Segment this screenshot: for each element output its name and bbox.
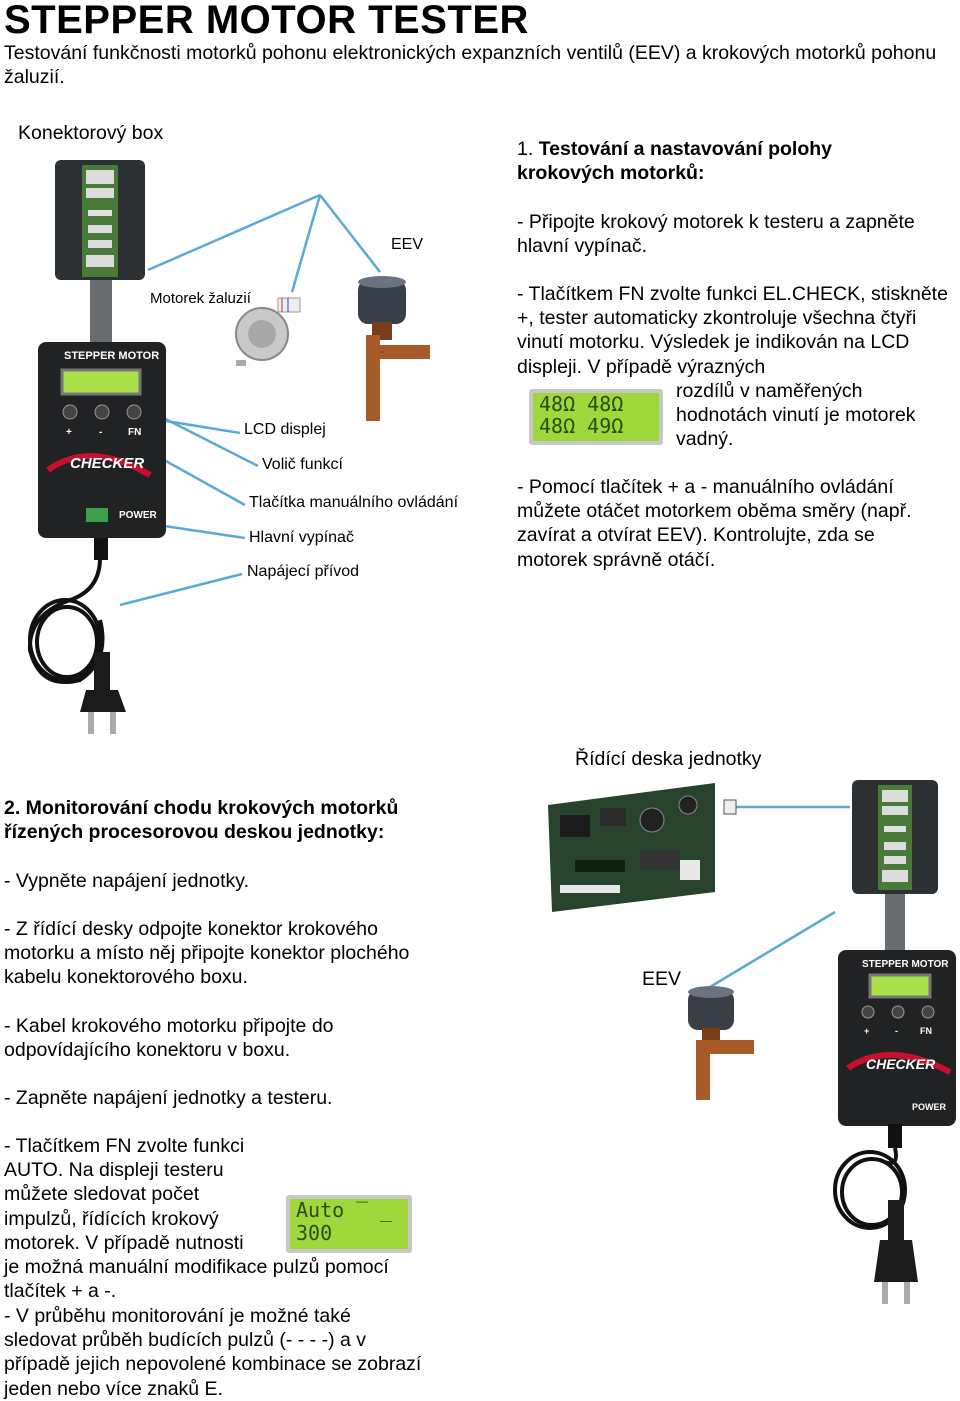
section2-step-power-off: - Vypněte napájení jednotky. — [4, 870, 249, 892]
device-power-1: POWER — [119, 510, 157, 521]
section2-step-cable: - Kabel krokového motorku připojte do od… — [4, 1015, 334, 1062]
section2-step-auto: - Tlačítkem FN zvolte funkci AUTO. Na di… — [4, 1135, 389, 1303]
louver-motor-image — [235, 297, 301, 366]
connector-box-image-2 — [852, 780, 938, 894]
control-board-label: Řídící deska jednotky — [575, 748, 762, 770]
page-subtitle: Testování funkčnosti motorků pohonu elek… — [4, 42, 937, 89]
section2-heading: 2. Monitorování chodu krokových motorků … — [4, 797, 399, 844]
device-power-2: POWER — [912, 1102, 947, 1112]
device-plus-button-1: + — [66, 427, 72, 438]
tester-device-image-2 — [838, 950, 956, 1148]
louver-motor-label: Motorek žaluzií — [150, 290, 251, 307]
connector-box-image-1 — [55, 160, 145, 280]
device-logo-1: CHECKER — [70, 455, 145, 472]
device-brand-1: STEPPER MOTOR — [64, 350, 160, 362]
eev-valve-image-2 — [688, 986, 754, 1100]
device-minus-button-1: - — [99, 427, 103, 438]
control-board-image — [548, 783, 737, 912]
section2-step-disconnect: - Z řídící desky odpojte konektor krokov… — [4, 918, 410, 989]
lcd-auto-readout: Auto ‾ _ 300 — [286, 1195, 412, 1253]
device-fn-button-2: FN — [920, 1026, 932, 1036]
function-selector-label: Volič funkcí — [262, 456, 343, 473]
power-plug-1 — [80, 652, 126, 734]
device-brand-2: STEPPER MOTOR — [862, 959, 949, 970]
eev-label-2: EEV — [642, 968, 682, 990]
eev-label-1: EEV — [391, 236, 424, 253]
lcd-display-label: LCD displej — [244, 421, 326, 438]
power-plug-2 — [874, 1200, 918, 1304]
flat-cable-2 — [885, 894, 905, 950]
section1-step-elcheck-cont: rozdílů v naměřených hodnotách vinutí je… — [676, 380, 916, 451]
device-fn-button-1: FN — [128, 427, 142, 438]
device-plus-button-2: + — [864, 1026, 870, 1036]
section1-step-elcheck: - Tlačítkem FN zvolte funkci EL.CHECK, s… — [517, 283, 948, 378]
section2-step-power-on: - Zapněte napájení jednotky a testeru. — [4, 1087, 333, 1109]
section1-step-connect: - Připojte krokový motorek k testeru a z… — [517, 211, 915, 258]
device-minus-button-2: - — [895, 1026, 898, 1036]
tester-device-image-1 — [38, 342, 166, 560]
power-cord-coil-2 — [833, 1147, 907, 1230]
power-cord-coil-1 — [27, 557, 105, 684]
page-title: STEPPER MOTOR TESTER — [4, 0, 529, 42]
power-cord-label: Napájecí přívod — [247, 563, 360, 580]
lcd-resistance-readout: 48Ω 48Ω 48Ω 49Ω — [529, 389, 663, 445]
main-switch-label: Hlavní vypínač — [249, 529, 354, 546]
flat-cable-1 — [90, 280, 112, 342]
connector-box-label: Konektorový box — [18, 122, 164, 144]
device-logo-2: CHECKER — [866, 1056, 936, 1072]
manual-buttons-label: Tlačítka manuálního ovládání — [249, 494, 459, 511]
section1-step-manual: - Pomocí tlačítek + a - manuálního ovlád… — [517, 476, 912, 571]
eev-valve-image-1 — [358, 276, 430, 421]
section2-step-monitoring: - V průběhu monitorování je možné také s… — [4, 1305, 422, 1400]
section1-heading: 1. Testování a nastavování polohy krokov… — [517, 138, 832, 185]
